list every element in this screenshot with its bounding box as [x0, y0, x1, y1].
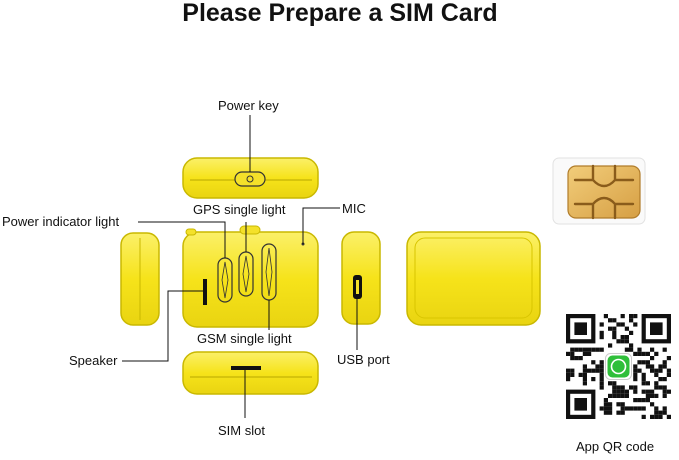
speaker-leader — [122, 290, 203, 362]
power-icon — [246, 175, 254, 183]
page-title: Please Prepare a SIM Card — [182, 0, 498, 27]
mic-label: MIC — [342, 201, 366, 216]
power-key-label: Power key — [218, 98, 279, 113]
usb-port-label: USB port — [337, 352, 390, 367]
sim-card-image — [552, 157, 646, 225]
device-front-view — [182, 225, 319, 328]
speaker-slot — [203, 279, 207, 305]
gsm-light-label: GSM single light — [197, 331, 292, 346]
sim-slot-label: SIM slot — [218, 423, 265, 438]
device-back-view — [406, 231, 541, 326]
mic-leader — [302, 207, 340, 244]
speaker-label: Speaker — [69, 353, 118, 368]
power-indicator-label: Power indicator light — [2, 214, 120, 229]
power-key — [234, 171, 266, 187]
device-right-side-view — [341, 231, 381, 325]
app-qr-code — [563, 311, 674, 422]
device-bottom-view — [182, 351, 319, 395]
device-left-side-view — [120, 232, 160, 326]
qr-caption: App QR code — [576, 439, 655, 454]
power-indicator-leader — [138, 221, 226, 258]
gps-light-label: GPS single light — [193, 202, 286, 217]
sim-slot — [231, 366, 261, 370]
